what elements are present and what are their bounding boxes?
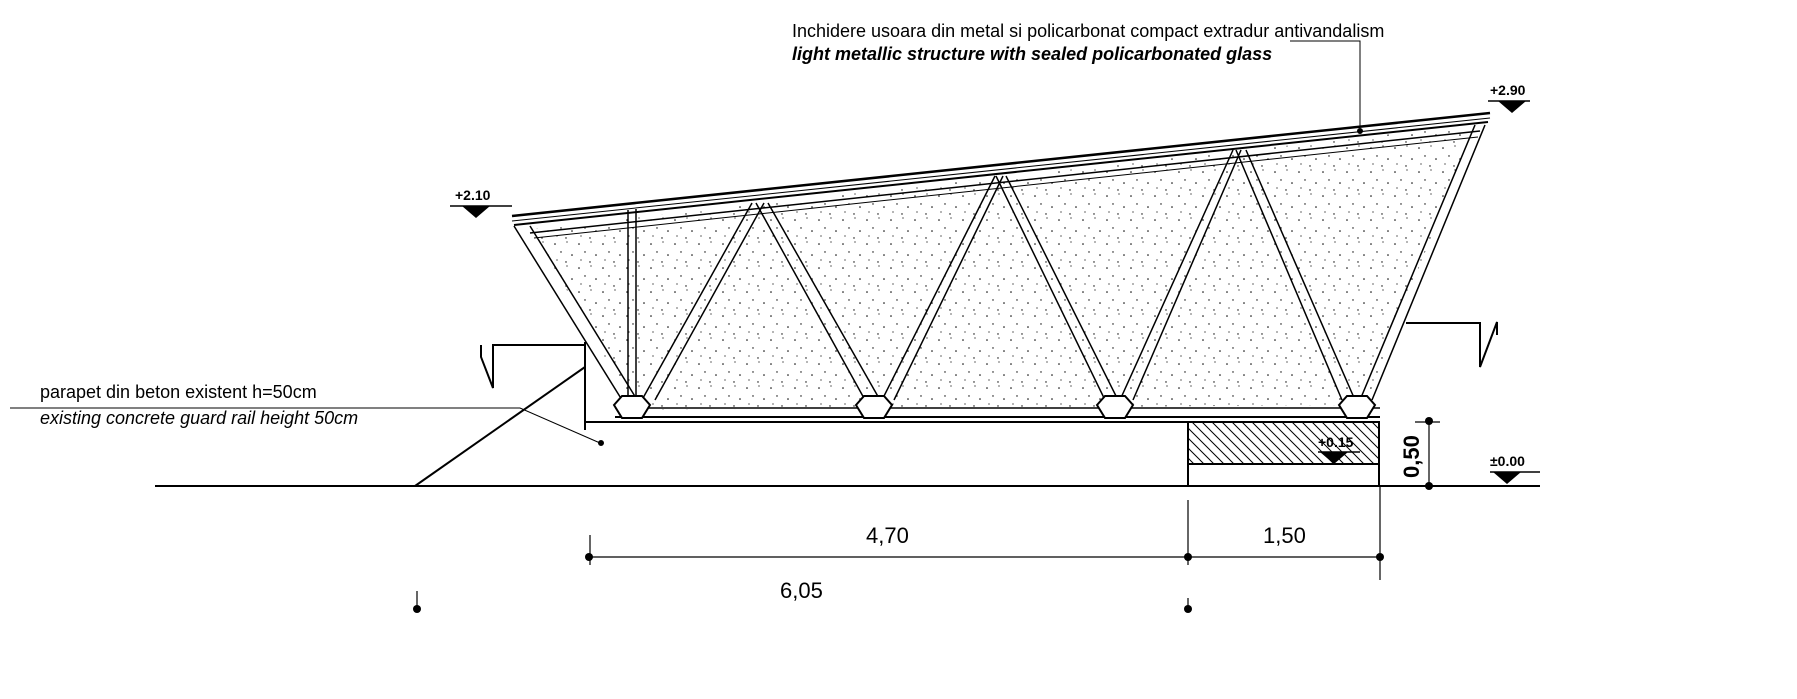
level-label-slab: +0.15 [1318, 434, 1354, 450]
dimension-label-overall: 6,05 [780, 578, 823, 603]
roof-leader-line [1290, 40, 1363, 134]
dimension-label-span-right: 1,50 [1263, 523, 1306, 548]
break-symbol-left [480, 344, 585, 389]
polycarbonate-infill [532, 125, 1475, 410]
level-label-ground: ±0.00 [1490, 453, 1525, 469]
parapet-leader-line [10, 407, 604, 446]
roof-plane [511, 111, 1491, 239]
level-marker-ground [1490, 471, 1540, 484]
level-marker-low-edge [450, 205, 512, 218]
truss-diagonals [513, 124, 1486, 401]
roof-note-ro: Inchidere usoara din metal si policarbon… [792, 21, 1384, 41]
bottom-chord [615, 407, 1380, 418]
concrete-parapet [414, 342, 1380, 487]
break-symbol-right [1406, 321, 1498, 368]
level-marker-slab [1318, 451, 1360, 464]
vertical-dimension-ticks [1425, 417, 1433, 490]
level-marker-high-edge [1488, 100, 1530, 113]
concrete-slab [1187, 421, 1380, 465]
horizontal-dimension-lines [416, 486, 1381, 610]
parapet-note-ro: parapet din beton existent h=50cm [40, 382, 317, 402]
level-label-high-edge: +2.90 [1490, 82, 1526, 98]
dimension-label-parapet-height: 0,50 [1399, 435, 1424, 478]
parapet-note-en: existing concrete guard rail height 50cm [40, 408, 358, 428]
dimension-ticks [413, 553, 1384, 613]
roof-note-en: light metallic structure with sealed pol… [792, 44, 1272, 64]
dimension-label-span-left: 4,70 [866, 523, 909, 548]
level-label-low-edge: +2.10 [455, 187, 491, 203]
truss-base-nodes [612, 395, 1377, 419]
